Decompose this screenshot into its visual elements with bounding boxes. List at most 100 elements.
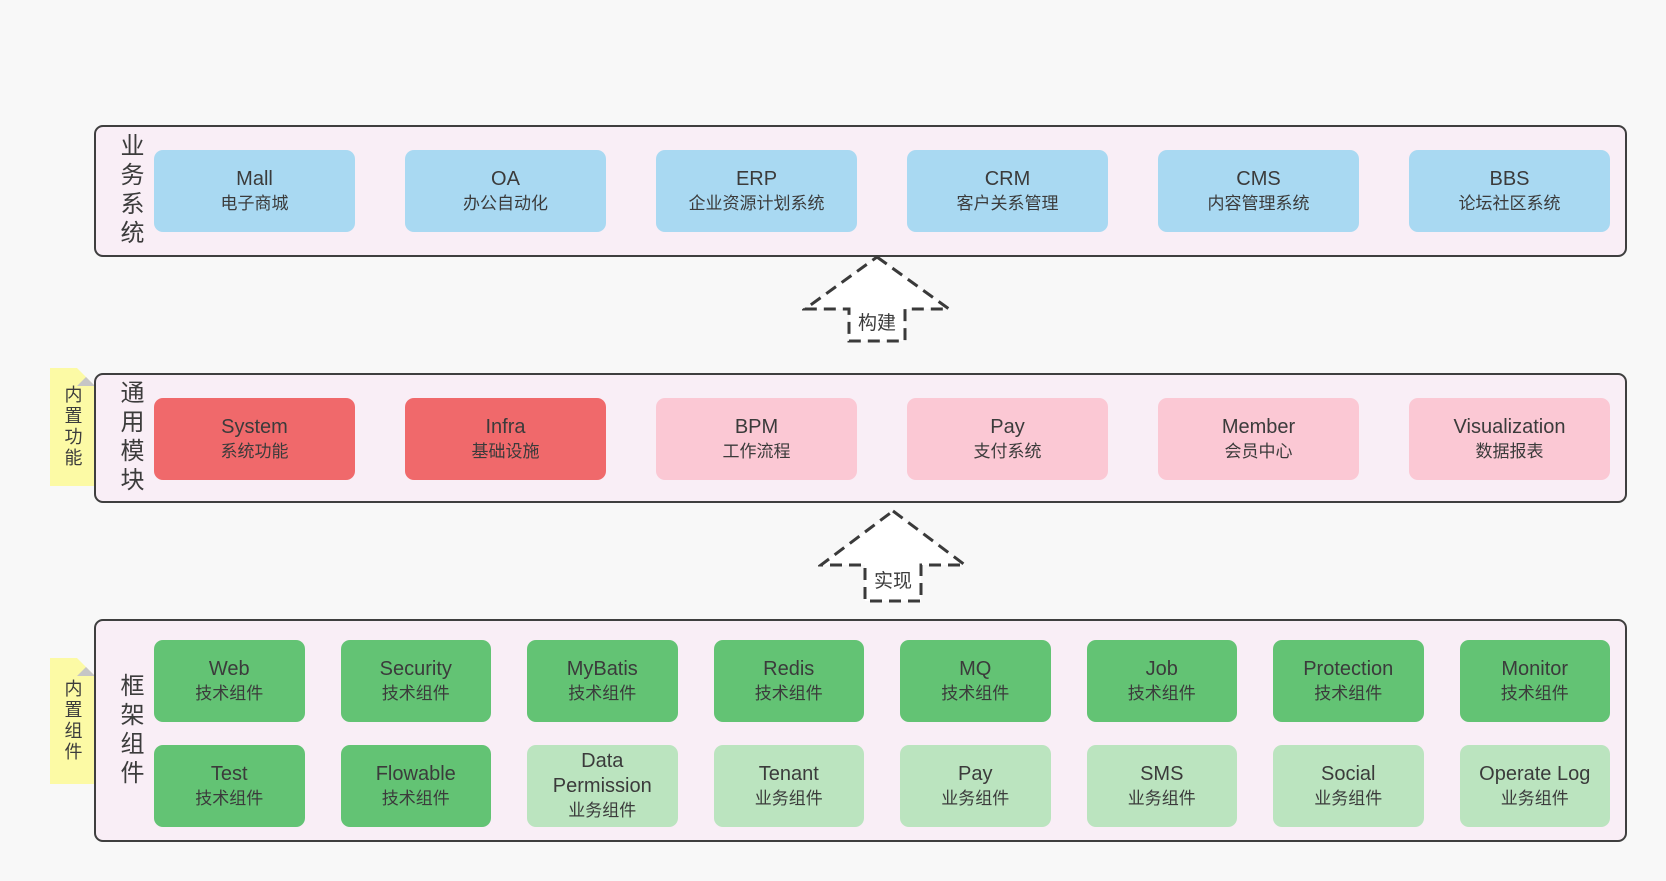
band-business-systems: 业务系统 Mall 电子商城 OA 办公自动化 ERP 企业资源计划系统 CRM… xyxy=(94,125,1627,257)
box-title: System xyxy=(221,415,288,438)
box-subtitle: 技术组件 xyxy=(381,788,450,808)
box-title: Infra xyxy=(485,415,526,438)
band3-box-row-2: Test 技术组件 Flowable 技术组件 Data Permission … xyxy=(154,745,1610,827)
box-title: OA xyxy=(491,167,520,190)
box-pay-system: Pay 支付系统 xyxy=(907,398,1108,480)
box-subtitle: 业务组件 xyxy=(1500,788,1569,808)
box-subtitle: 内容管理系统 xyxy=(1207,193,1310,213)
band-framework-components: 框架组件 Web 技术组件 Security 技术组件 MyBatis 技术组件… xyxy=(94,619,1627,842)
box-subtitle: 论坛社区系统 xyxy=(1458,193,1561,213)
box-visualization: Visualization 数据报表 xyxy=(1409,398,1610,480)
sticky-note-built-in-features: 内置功能 xyxy=(50,368,95,486)
band-label-common-modules: 通用模块 xyxy=(116,380,143,496)
box-subtitle: 业务组件 xyxy=(1127,788,1196,808)
box-member: Member 会员中心 xyxy=(1158,398,1359,480)
box-title: MQ xyxy=(959,657,992,680)
band3-box-row-1: Web 技术组件 Security 技术组件 MyBatis 技术组件 Redi… xyxy=(154,640,1610,722)
box-subtitle: 技术组件 xyxy=(754,683,823,703)
box-title: Pay xyxy=(990,415,1025,438)
box-mall: Mall 电子商城 xyxy=(154,150,355,232)
box-subtitle: 企业资源计划系统 xyxy=(688,193,825,213)
box-erp: ERP 企业资源计划系统 xyxy=(656,150,857,232)
box-title: CRM xyxy=(984,167,1031,190)
box-subtitle: 业务组件 xyxy=(754,788,823,808)
box-subtitle: 系统功能 xyxy=(220,441,289,461)
box-title: Web xyxy=(208,657,250,680)
arrow-label: 构建 xyxy=(857,313,896,334)
box-job: Job 技术组件 xyxy=(1086,640,1237,722)
box-title: ERP xyxy=(735,167,778,190)
box-title: Monitor xyxy=(1501,657,1569,680)
box-redis: Redis 技术组件 xyxy=(713,640,864,722)
box-test: Test 技术组件 xyxy=(154,745,305,827)
box-subtitle: 客户关系管理 xyxy=(956,193,1059,213)
box-title: Member xyxy=(1221,415,1296,438)
box-subtitle: 技术组件 xyxy=(195,683,264,703)
box-mybatis: MyBatis 技术组件 xyxy=(527,640,678,722)
box-subtitle: 办公自动化 xyxy=(463,193,548,213)
box-subtitle: 业务组件 xyxy=(941,788,1010,808)
box-protection: Protection 技术组件 xyxy=(1273,640,1424,722)
box-subtitle: 基础设施 xyxy=(471,441,540,461)
box-oa: OA 办公自动化 xyxy=(405,150,606,232)
folded-corner-icon xyxy=(77,658,95,676)
arrow-up-icon xyxy=(818,509,968,603)
box-tenant: Tenant 业务组件 xyxy=(713,745,864,827)
box-bbs: BBS 论坛社区系统 xyxy=(1409,150,1610,232)
box-bpm: BPM 工作流程 xyxy=(656,398,857,480)
box-title: Flowable xyxy=(375,762,456,785)
box-subtitle: 工作流程 xyxy=(722,441,791,461)
box-mq: MQ 技术组件 xyxy=(900,640,1051,722)
box-title: Tenant xyxy=(758,762,819,785)
box-sms: SMS 业务组件 xyxy=(1086,745,1237,827)
box-subtitle: 技术组件 xyxy=(1314,683,1383,703)
arrow-implement: 实现 xyxy=(818,508,968,604)
box-subtitle: 业务组件 xyxy=(1314,788,1383,808)
band-common-modules: 通用模块 System 系统功能 Infra 基础设施 BPM 工作流程 Pay… xyxy=(94,373,1627,503)
band-label-business-systems: 业务系统 xyxy=(116,133,143,249)
box-title: Social xyxy=(1321,762,1376,785)
box-title: Redis xyxy=(763,657,815,680)
sticky-note-label: 内置组件 xyxy=(62,679,83,763)
sticky-note-built-in-components: 内置组件 xyxy=(50,658,95,784)
box-data-permission: Data Permission 业务组件 xyxy=(527,745,678,827)
box-operate-log: Operate Log 业务组件 xyxy=(1459,745,1610,827)
band-label-framework-components: 框架组件 xyxy=(116,672,143,789)
box-title: Security xyxy=(379,657,452,680)
box-pay-component: Pay 业务组件 xyxy=(900,745,1051,827)
band2-box-row: System 系统功能 Infra 基础设施 BPM 工作流程 Pay 支付系统… xyxy=(154,398,1610,480)
sticky-note-label: 内置功能 xyxy=(62,385,83,469)
box-title: Visualization xyxy=(1453,415,1566,438)
arrow-up-icon xyxy=(802,255,952,343)
box-title: Data Permission xyxy=(552,750,652,797)
box-social: Social 业务组件 xyxy=(1273,745,1424,827)
box-subtitle: 技术组件 xyxy=(381,683,450,703)
box-flowable: Flowable 技术组件 xyxy=(340,745,491,827)
box-title: Operate Log xyxy=(1479,762,1591,785)
box-subtitle: 技术组件 xyxy=(1127,683,1196,703)
band1-box-row: Mall 电子商城 OA 办公自动化 ERP 企业资源计划系统 CRM 客户关系… xyxy=(154,150,1610,232)
box-title: Mall xyxy=(236,167,273,190)
box-subtitle: 技术组件 xyxy=(941,683,1010,703)
box-subtitle: 技术组件 xyxy=(1500,683,1569,703)
box-security: Security 技术组件 xyxy=(340,640,491,722)
box-subtitle: 数据报表 xyxy=(1475,441,1544,461)
arrow-label: 实现 xyxy=(873,571,912,592)
box-title: BBS xyxy=(1489,167,1530,190)
box-subtitle: 技术组件 xyxy=(568,683,637,703)
box-title: Job xyxy=(1145,657,1178,680)
box-title: Protection xyxy=(1303,657,1394,680)
folded-corner-icon xyxy=(77,368,95,386)
box-subtitle: 电子商城 xyxy=(220,193,289,213)
box-cms: CMS 内容管理系统 xyxy=(1158,150,1359,232)
box-title: Test xyxy=(210,762,248,785)
box-title: MyBatis xyxy=(566,657,638,680)
box-monitor: Monitor 技术组件 xyxy=(1459,640,1610,722)
box-infra: Infra 基础设施 xyxy=(405,398,606,480)
arrow-build: 构建 xyxy=(802,254,952,344)
box-title: SMS xyxy=(1140,762,1184,785)
box-subtitle: 业务组件 xyxy=(568,801,637,820)
box-title: BPM xyxy=(734,415,779,438)
box-subtitle: 技术组件 xyxy=(195,788,264,808)
box-subtitle: 支付系统 xyxy=(973,441,1042,461)
